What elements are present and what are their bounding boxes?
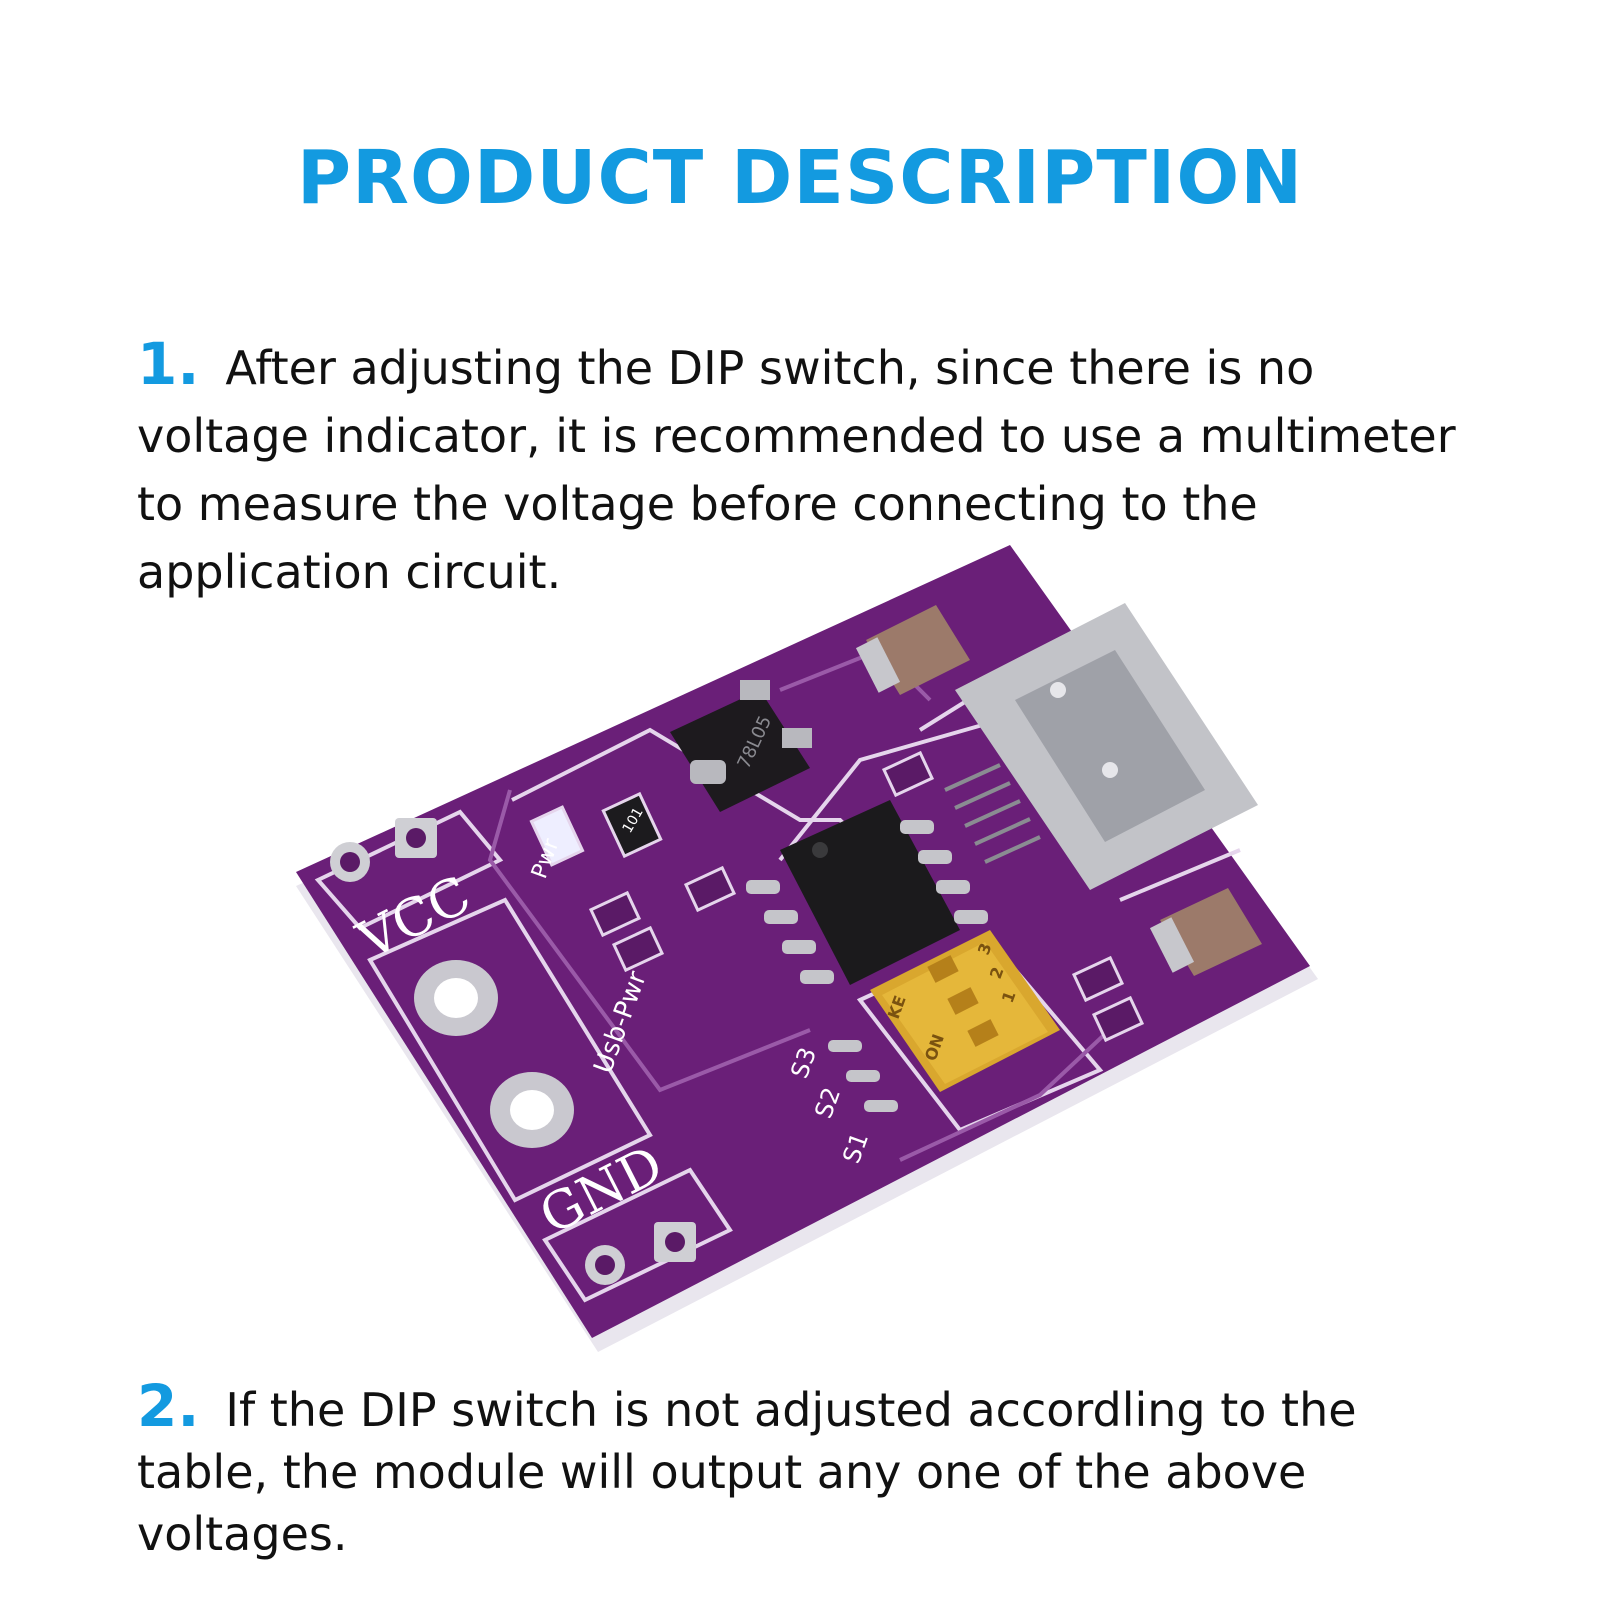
description-item-1: 1.After adjusting the DIP switch, since …: [137, 330, 1497, 606]
mounting-holes: [330, 818, 696, 1285]
description-item-2: 2.If the DIP switch is not adjusted acco…: [137, 1375, 1497, 1565]
regulator-chip: [670, 680, 812, 812]
terminal-pads: [414, 960, 574, 1148]
page-title: PRODUCT DESCRIPTION: [296, 135, 1304, 221]
smd-components: [529, 750, 1145, 1043]
item-number: 1.: [137, 330, 200, 398]
item-text: After adjusting the DIP switch, since th…: [137, 341, 1456, 599]
ic-chip: [746, 800, 988, 985]
usb-c-connector: [944, 603, 1258, 890]
capacitors: [855, 605, 1262, 976]
dip-switch: [828, 930, 1060, 1112]
item-text: If the DIP switch is not adjusted accord…: [137, 1383, 1357, 1561]
item-number: 2.: [137, 1372, 200, 1440]
